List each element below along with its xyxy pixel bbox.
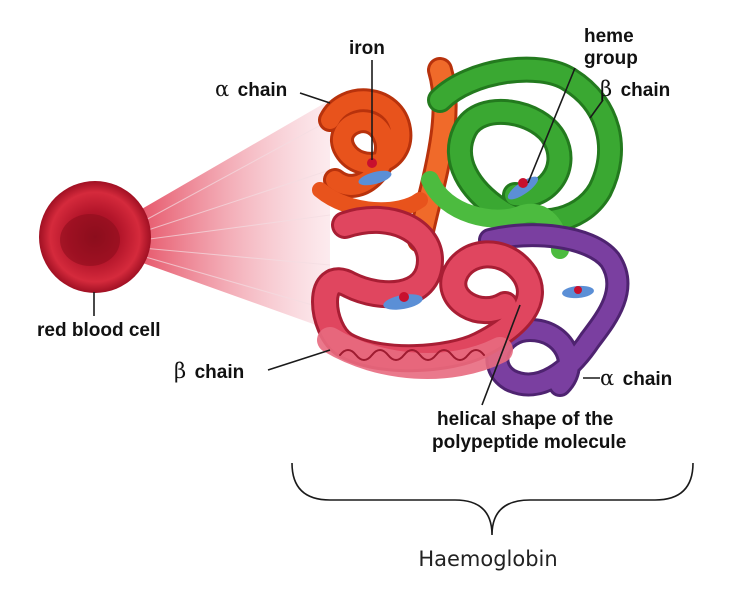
alpha-chain-bottom-text: chain (623, 369, 673, 390)
leader-lines (93, 60, 604, 406)
alpha-chain-bottom-label: α chain (600, 366, 672, 390)
alpha-chain-top-label: α chain (215, 77, 287, 101)
beta-chain-bottom-text: chain (195, 362, 245, 383)
heme-group (358, 158, 594, 310)
beta-chain-bottom-label: β chain (174, 359, 244, 383)
haemoglobin-caption: Haemoglobin (418, 547, 557, 571)
beta-symbol: β (174, 359, 186, 383)
beta-chain-top-subunit (421, 56, 623, 259)
iron-label: iron (349, 38, 385, 59)
beta-symbol: β (600, 77, 612, 101)
red-blood-cell-label: red blood cell (37, 320, 161, 341)
alpha-symbol: α (215, 77, 229, 101)
helical-shape-label-line1: helical shape of the (437, 409, 613, 430)
magnification-cone (140, 100, 331, 330)
beta-chain-top-label: β chain (600, 77, 670, 101)
alpha-chain-bottom-subunit (478, 223, 630, 397)
alpha-chain-top-text: chain (238, 80, 288, 101)
heme-label-line1: heme (584, 26, 634, 47)
red-blood-cell (39, 181, 151, 293)
beta-chain-bottom-subunit (311, 205, 544, 380)
curly-brace (291, 462, 694, 536)
beta-chain-top-text: chain (621, 80, 671, 101)
heme-label-line2: group (584, 48, 638, 69)
alpha-symbol: α (600, 366, 614, 390)
helical-shape-label-line2: polypeptide molecule (432, 432, 626, 453)
